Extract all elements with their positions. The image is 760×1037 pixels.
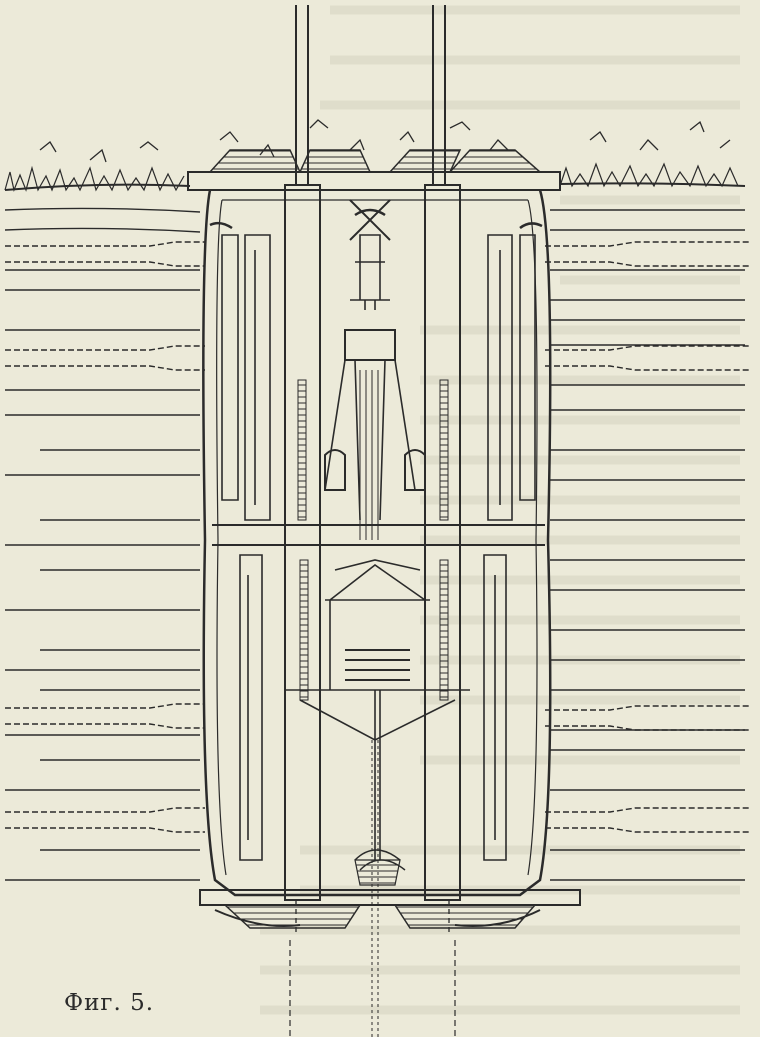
ground-surface (4, 119, 746, 193)
bleed-through-text (260, 5, 740, 1015)
lower-assembly (239, 554, 507, 1037)
figure-caption: Фиг. 5. (64, 990, 155, 1016)
hatched-caps (208, 149, 542, 929)
side-rods (5, 241, 750, 833)
upper-pistons (209, 199, 543, 540)
casing (187, 171, 581, 927)
